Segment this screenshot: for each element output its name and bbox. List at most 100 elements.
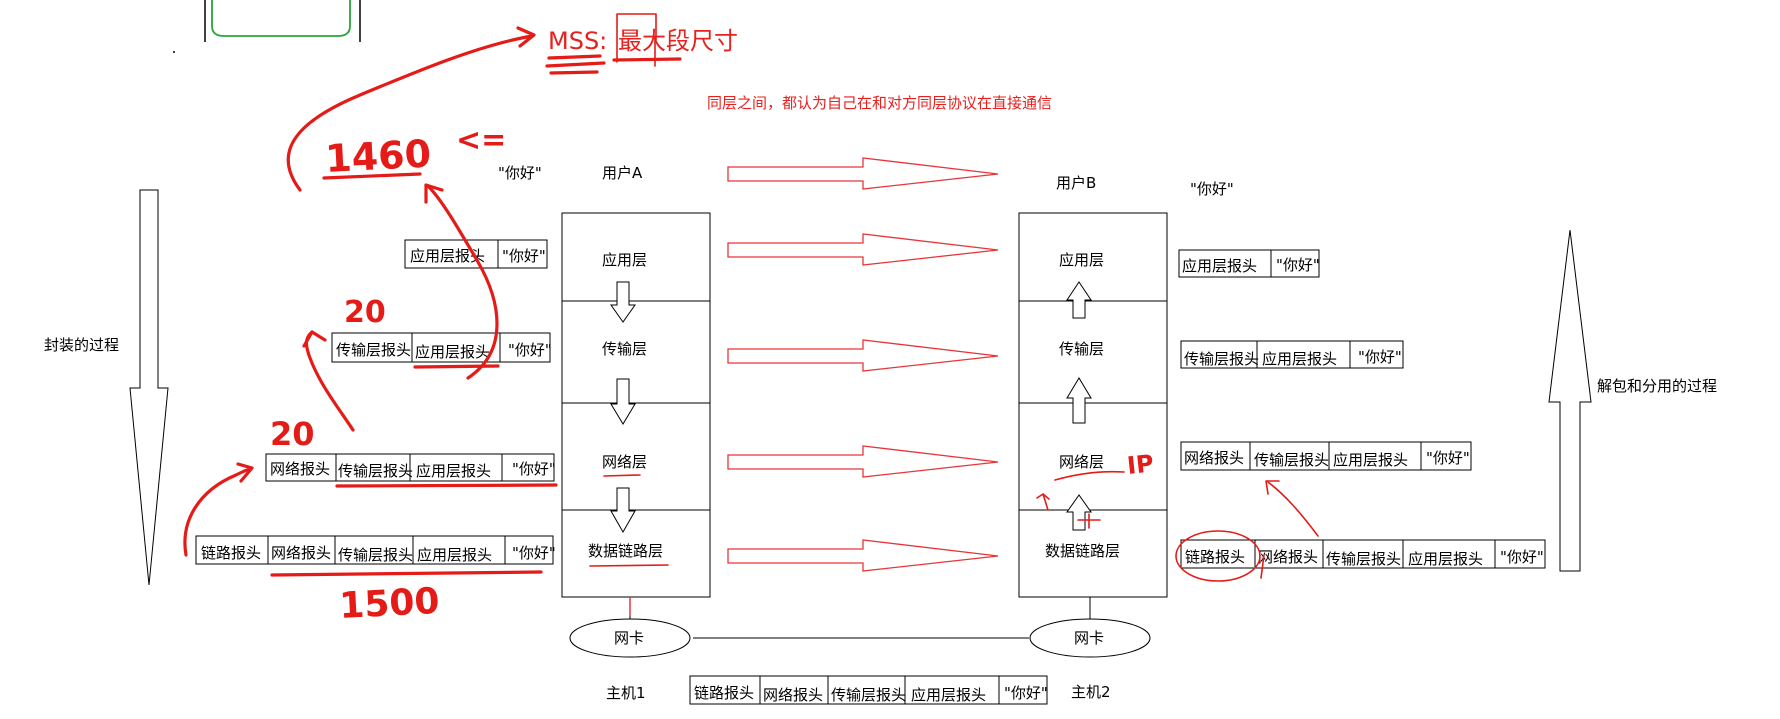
host2-up-arrows xyxy=(1066,281,1092,531)
right-r3-payload-cell xyxy=(1420,441,1472,471)
right-r4-link-header: 链路报头 xyxy=(1185,548,1245,566)
user-a-label: 用户A xyxy=(602,164,643,182)
curve-arrow-to-network-head xyxy=(236,462,254,483)
host2-nic-label: 网卡 xyxy=(1074,629,1104,647)
right-r1-app-header: 应用层报头 xyxy=(1182,257,1257,275)
user-b-message: "你好" xyxy=(1190,180,1234,198)
bottom-transport-cell xyxy=(827,675,906,705)
left-r1-payload-cell xyxy=(497,239,548,269)
left-r2-app-cell xyxy=(411,332,501,363)
right-r4-network-header: 网络报头 xyxy=(1258,548,1318,566)
host1-layer-datalink: 数据链路层 xyxy=(588,542,663,560)
annotation-ip-mark: IP xyxy=(1126,449,1155,480)
host2-layer-datalink: 数据链路层 xyxy=(1045,542,1120,560)
bottom-app-cell xyxy=(904,675,1000,705)
host2-label: 主机2 xyxy=(1071,683,1111,701)
cropped-device-frame xyxy=(173,0,361,53)
left-r4-transport-cell xyxy=(334,535,414,565)
annotation-lte: <= xyxy=(456,123,506,158)
host1-layer-transport: 传输层 xyxy=(602,340,647,358)
encapsulation-label: 封装的过程 xyxy=(44,336,119,354)
left-r4-app-cell xyxy=(412,535,506,565)
mss-note-highlight: 最大段尺寸 xyxy=(618,27,738,55)
host1-down-arrows xyxy=(610,281,636,534)
underline-datalink-layer xyxy=(589,564,669,567)
left-r1-app-cell xyxy=(404,239,499,269)
underline-r2-app xyxy=(413,364,500,369)
right-r3-app-header: 应用层报头 xyxy=(1333,451,1408,469)
bottom-payload-cell xyxy=(998,675,1048,705)
left-r2-transport-cell xyxy=(331,332,413,363)
encapsulation-arrow xyxy=(129,189,169,586)
curve-arrow-to-transport-head xyxy=(302,330,327,348)
decapsulation-label: 解包和分用的过程 xyxy=(1597,377,1717,395)
right-r3-app-cell xyxy=(1328,441,1422,471)
left-r2-payload: "你好" xyxy=(508,341,552,359)
right-r1-payload: "你好" xyxy=(1276,256,1320,274)
left-r4-link-header: 链路报头 xyxy=(201,544,261,562)
right-r4-transport-cell xyxy=(1322,539,1404,569)
left-r1-app-header: 应用层报头 xyxy=(410,247,485,265)
bottom-link-header: 链路报头 xyxy=(694,684,754,702)
curve-arrow-to-mss-head xyxy=(516,26,536,48)
annotation-tcp-header-size: 20 xyxy=(344,295,386,330)
peer-arrows xyxy=(727,157,999,572)
right-arrow-to-network-head xyxy=(1265,480,1280,495)
bottom-app-header: 应用层报头 xyxy=(911,686,986,704)
right-r2-app-cell xyxy=(1256,340,1351,369)
left-r3-payload-cell xyxy=(501,453,555,482)
host2-layer-application: 应用层 xyxy=(1059,251,1104,269)
host1-layer-network: 网络层 xyxy=(602,453,647,471)
right-r4-app-header: 应用层报头 xyxy=(1408,550,1483,568)
right-r3-transport-cell xyxy=(1249,441,1330,471)
left-r4-network-cell xyxy=(267,535,336,565)
right-r1-payload-cell xyxy=(1270,249,1320,278)
bottom-network-cell xyxy=(759,675,829,705)
left-r1-payload: "你好" xyxy=(502,247,546,265)
left-r2-transport-header: 传输层报头 xyxy=(336,341,411,359)
left-r3-payload: "你好" xyxy=(512,460,556,478)
bottom-transport-header: 传输层报头 xyxy=(831,686,906,704)
underline-r3-transport-app xyxy=(335,483,558,488)
right-r4-app-cell xyxy=(1402,539,1496,569)
host1-nic xyxy=(569,618,691,658)
bottom-network-header: 网络报头 xyxy=(763,686,823,704)
right-r2-payload-cell xyxy=(1349,340,1404,369)
small-arrow-host2-network xyxy=(1036,493,1050,511)
host1-label: 主机1 xyxy=(606,684,646,702)
host1-nic-label: 网卡 xyxy=(614,629,644,647)
right-r3-payload: "你好" xyxy=(1426,449,1470,467)
right-r4-payload-cell xyxy=(1494,539,1546,569)
right-r2-transport-cell xyxy=(1180,340,1258,369)
peer-communication-note: 同层之间，都认为自己在和对方同层协议在直接通信 xyxy=(707,94,1052,112)
left-r3-network-cell xyxy=(265,453,337,482)
host2-nic xyxy=(1029,618,1151,658)
left-r3-app-header: 应用层报头 xyxy=(416,462,491,480)
host2-layer-network: 网络层 xyxy=(1059,453,1104,471)
host2-layer-transport: 传输层 xyxy=(1059,340,1104,358)
left-r4-payload: "你好" xyxy=(512,544,556,562)
decapsulation-arrow xyxy=(1548,229,1592,572)
right-arrow-to-network xyxy=(1267,481,1319,537)
host2-stack xyxy=(1018,212,1168,598)
left-r2-app-header: 应用层报头 xyxy=(415,343,490,361)
curve-arrow-to-1460 xyxy=(426,184,499,380)
underline-host2-network xyxy=(1054,470,1125,481)
curve-arrow-to-1460-head xyxy=(424,183,444,204)
underline-r4-frame xyxy=(270,570,543,577)
bottom-link-cell xyxy=(689,675,761,705)
left-r4-payload-cell xyxy=(504,535,554,565)
circle-right-link-header xyxy=(1175,530,1261,582)
left-r4-link-cell xyxy=(195,535,269,565)
mss-note-prefix: MSS: xyxy=(548,27,607,55)
annotation-mss-underline xyxy=(322,172,422,180)
left-r4-app-header: 应用层报头 xyxy=(417,546,492,564)
annotation-mtu: 1500 xyxy=(338,581,440,627)
right-r2-app-header: 应用层报头 xyxy=(1262,350,1337,368)
left-r2-payload-cell xyxy=(499,332,551,363)
annotation-ip-header-size: 20 xyxy=(270,415,315,453)
bottom-payload: "你好" xyxy=(1004,684,1048,702)
mss-highlight-box-mark xyxy=(616,13,657,67)
